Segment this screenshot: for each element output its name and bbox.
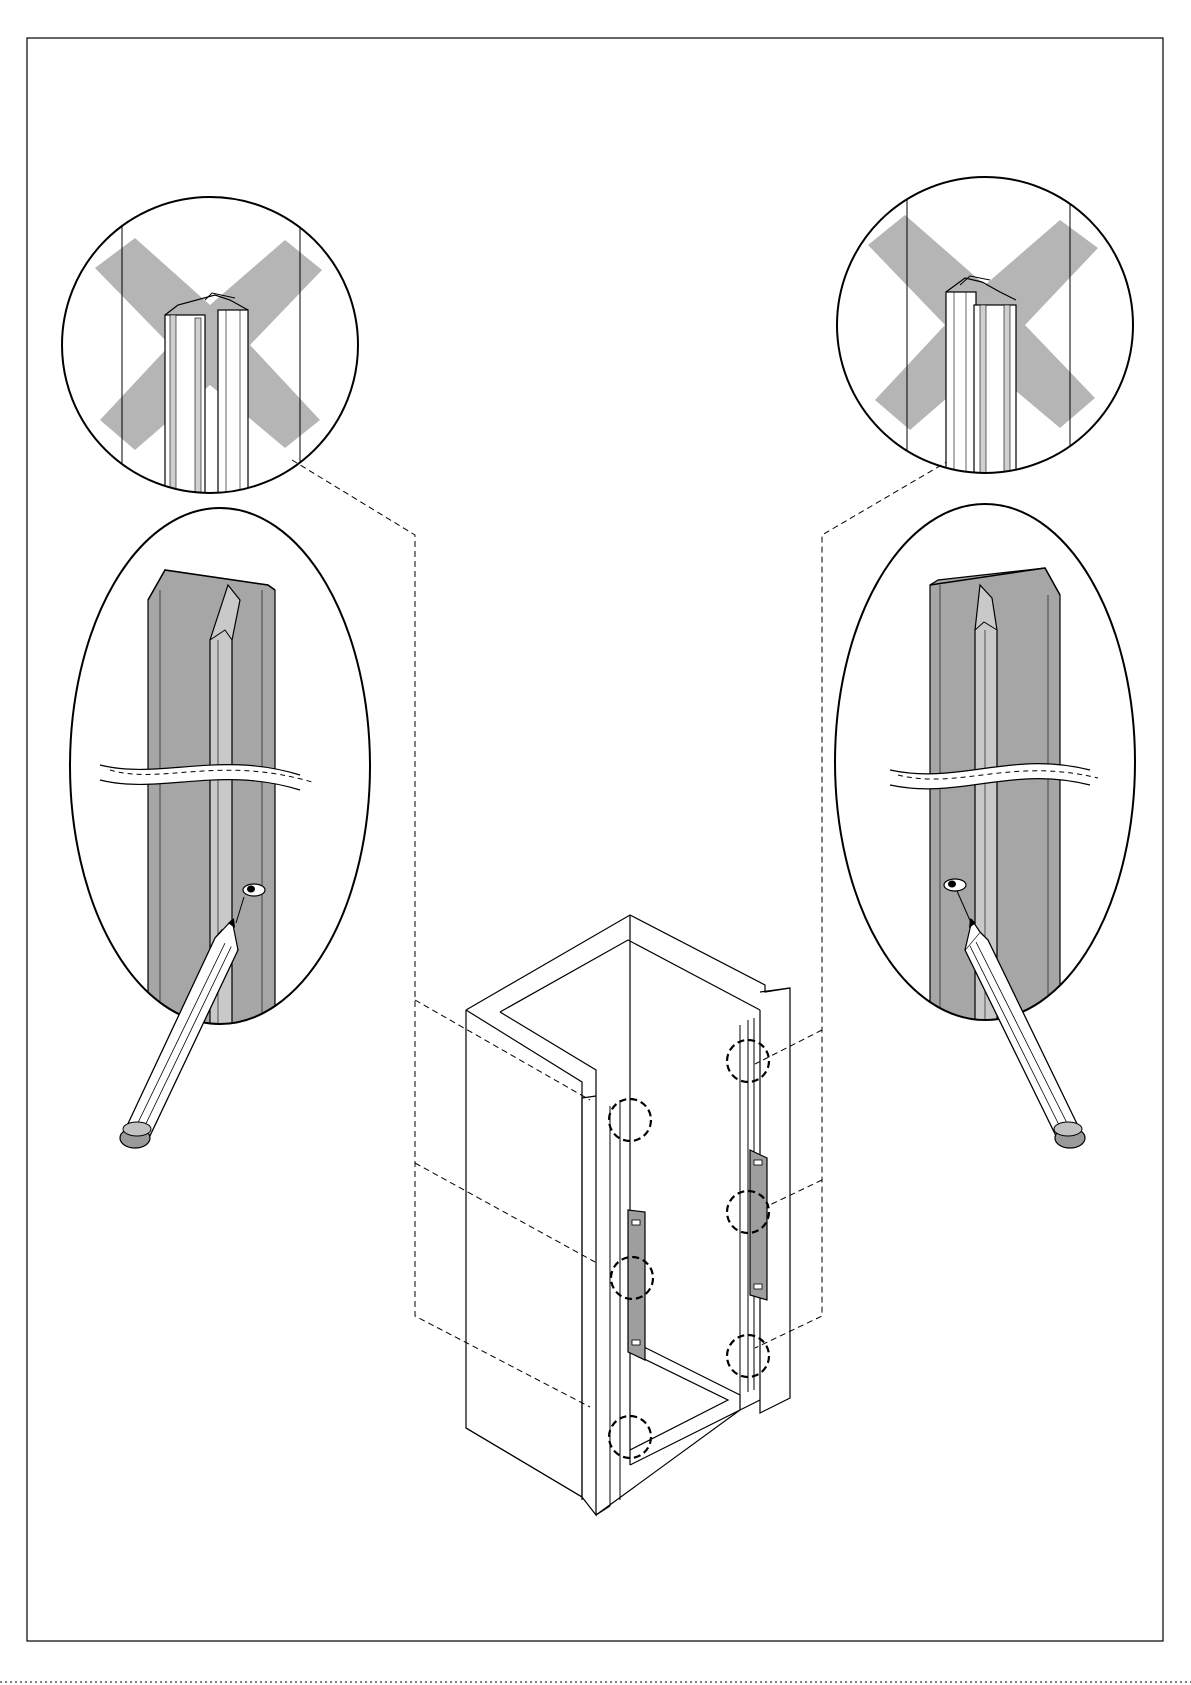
wall-mounting-plate xyxy=(628,1210,645,1360)
wrong-orientation-detail-left xyxy=(62,190,358,518)
leader-lines xyxy=(292,460,950,1407)
wrong-orientation-detail-right xyxy=(837,170,1133,495)
cross-mark-icon xyxy=(95,238,322,450)
